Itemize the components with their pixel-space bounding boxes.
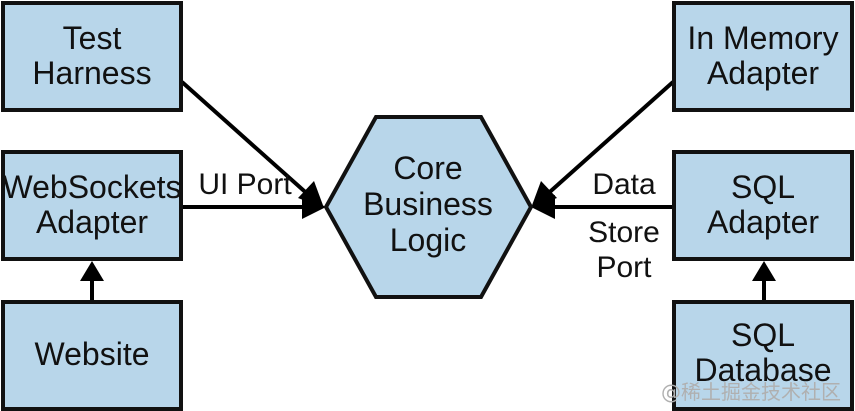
data-store-port-label: Port [596, 251, 652, 284]
edge-test-harness-to-core [180, 80, 314, 200]
data-store-port-label: Store [588, 216, 660, 249]
node-website-label: Website [34, 336, 149, 372]
node-websockets-adapter: WebSockets Adapter [1, 150, 183, 261]
arrowhead-sql-database-to-sql-adapter [752, 261, 776, 281]
edges [80, 80, 776, 302]
node-sql-adapter: SQL Adapter [672, 150, 854, 261]
edge-in-memory-to-core [541, 80, 675, 200]
watermark-text: @稀土掘金技术社区 [661, 380, 841, 404]
arrowhead-test-harness-to-core [298, 181, 324, 208]
node-website: Website [1, 300, 183, 411]
node-sql-database: SQL Database [672, 300, 854, 411]
node-test-harness-label: Test [63, 20, 122, 56]
arrowhead-sql-adapter-to-core [531, 195, 555, 219]
ui-port-label: UI Port [198, 168, 292, 201]
node-core-business-logic-label: Core [393, 150, 462, 186]
node-in-memory-adapter-label: In Memory [687, 20, 838, 56]
node-sql-database-label: SQL [731, 317, 795, 353]
node-websockets-adapter-label: Adapter [36, 204, 148, 240]
arrowhead-websockets-to-core [302, 195, 326, 219]
port-labels: UI Port Data Store Port [198, 168, 660, 284]
data-store-port-label: Data [592, 168, 656, 201]
arrowhead-in-memory-to-core [531, 181, 557, 208]
node-in-memory-adapter: In Memory Adapter [672, 1, 854, 112]
node-core-business-logic-label: Logic [390, 222, 467, 258]
node-core-business-logic-label: Business [363, 186, 493, 222]
arrowhead-website-to-websockets [80, 261, 104, 281]
node-test-harness: Test Harness [1, 1, 183, 112]
node-sql-adapter-label: SQL [731, 169, 795, 205]
node-test-harness-label: Harness [32, 55, 151, 91]
node-in-memory-adapter-label: Adapter [707, 55, 819, 91]
node-core-business-logic: Core Business Logic [323, 115, 534, 299]
node-sql-database-label: Database [695, 352, 832, 388]
node-sql-adapter-label: Adapter [707, 204, 819, 240]
node-websockets-adapter-label: WebSockets [2, 169, 181, 205]
